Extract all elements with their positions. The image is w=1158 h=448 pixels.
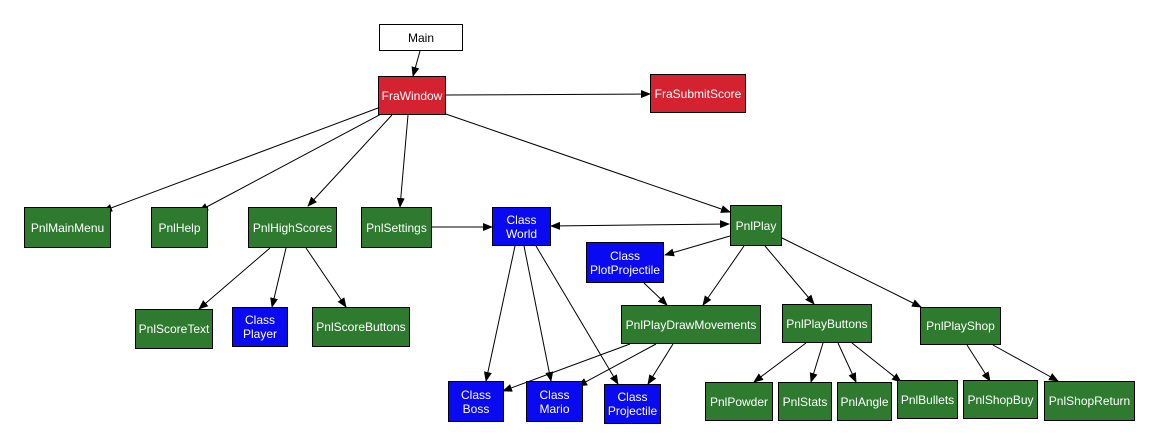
node-pnlplaydrawmovements: PnlPlayDrawMovements: [621, 305, 761, 344]
node-pnlscorebuttons: PnlScoreButtons: [312, 307, 410, 347]
node-classboss: Class Boss: [448, 381, 504, 422]
edge-pnlplay-pnlplaybuttons: [764, 245, 815, 305]
node-classmario: Class Mario: [526, 381, 583, 422]
node-pnlshopbuy: PnlShopBuy: [963, 380, 1038, 419]
node-pnlscoretext: PnlScoreText: [135, 309, 213, 349]
edge-classworld-classprojectile: [535, 245, 619, 385]
node-frasubmitscore: FraSubmitScore: [650, 74, 746, 113]
edge-classworld-pnlplay: [550, 220, 730, 230]
node-classplotprojectile: Class PlotProjectile: [586, 242, 664, 283]
edge-pnlplaybuttons-pnlstats: [809, 342, 824, 383]
edge-pnlplaybuttons-pnlpowder: [753, 342, 807, 383]
node-pnlplayshop: PnlPlayShop: [920, 307, 1001, 345]
node-pnlplaybuttons: PnlPlayButtons: [782, 304, 872, 343]
node-classworld: Class World: [492, 207, 551, 246]
edge-frawindow-pnlhighscores: [307, 114, 393, 207]
edge-frawindow-pnlplay: [439, 111, 731, 213]
edge-frawindow-pnlmainmenu: [102, 107, 379, 212]
edge-pnlplaydrawmovements-classmario: [577, 343, 657, 387]
edge-pnlplayshop-pnlshopbuy: [966, 344, 991, 382]
node-frawindow: FraWindow: [378, 76, 446, 115]
edge-pnlhighscores-pnlscoretext: [198, 247, 271, 310]
node-classplayer: Class Player: [232, 307, 288, 347]
node-pnlmainmenu: PnlMainMenu: [24, 207, 111, 248]
edge-pnlplay-pnlplayshop: [779, 236, 922, 308]
edge-pnlhighscores-pnlscorebuttons: [305, 247, 347, 308]
node-pnlshopreturn: PnlShopReturn: [1044, 381, 1135, 421]
node-pnlstats: PnlStats: [778, 382, 832, 421]
node-pnlbullets: PnlBullets: [897, 380, 958, 419]
edge-main-frawindow: [411, 50, 421, 77]
edge-frawindow-pnlhelp: [198, 112, 384, 212]
edge-frawindow-pnlsettings: [396, 114, 409, 208]
node-pnlhighscores: PnlHighScores: [248, 207, 337, 248]
edge-pnlplaydrawmovements-classboss: [502, 343, 631, 392]
node-pnlhelp: PnlHelp: [151, 207, 208, 248]
node-pnlpowder: PnlPowder: [705, 382, 773, 421]
node-main: Main: [379, 24, 463, 51]
edge-classworld-classboss: [483, 245, 516, 382]
node-classprojectile: Class Projectile: [604, 384, 661, 424]
node-pnlangle: PnlAngle: [837, 382, 892, 421]
edge-pnlplaydrawmovements-classprojectile: [647, 343, 674, 385]
edge-pnlplay-pnlplaydrawmovements: [702, 245, 745, 306]
edge-pnlplaybuttons-pnlbullets: [851, 342, 902, 383]
edge-pnlplayshop-pnlshopreturn: [992, 344, 1059, 382]
edge-pnlplay-classplotprojectile: [664, 235, 731, 257]
edge-pnlplaybuttons-pnlangle: [837, 342, 857, 383]
edge-classworld-classmario: [523, 245, 554, 382]
node-pnlsettings: PnlSettings: [361, 207, 432, 248]
edge-pnlhighscores-classplayer: [270, 247, 287, 308]
edge-classplotprojectile-pnlplaydrawmovements: [643, 282, 668, 306]
node-pnlplay: PnlPlay: [730, 205, 782, 246]
edge-frawindow-frasubmitscore: [445, 90, 651, 99]
